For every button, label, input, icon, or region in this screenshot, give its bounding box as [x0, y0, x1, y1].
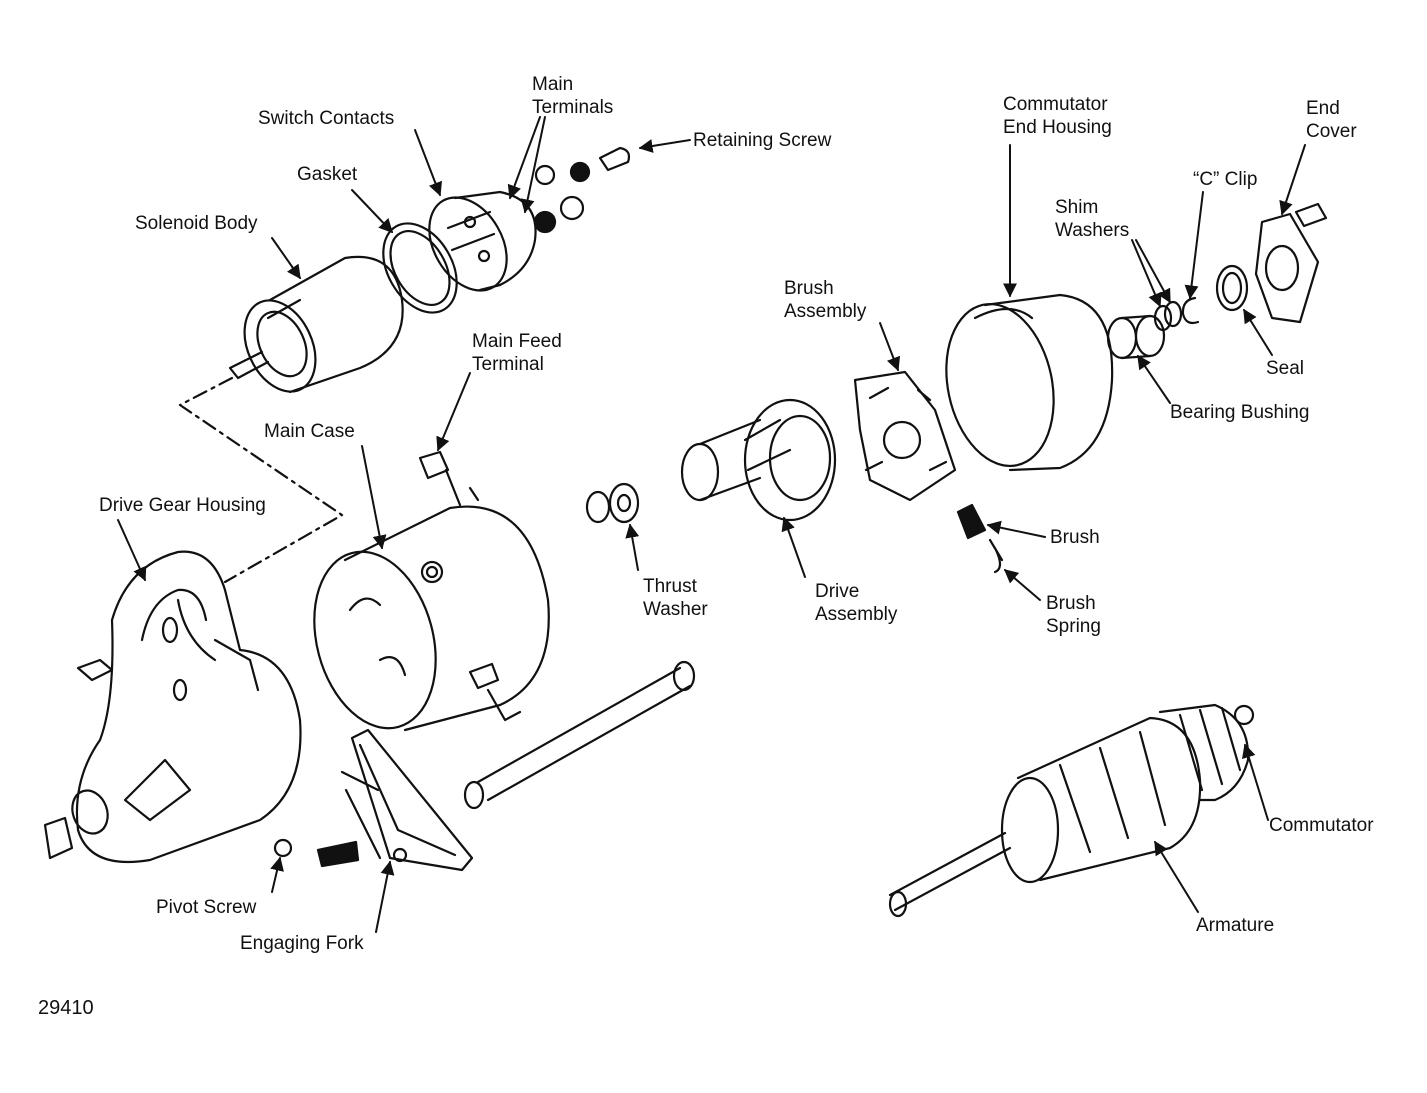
terminal-nuts-part [533, 146, 631, 234]
drive-assembly-part [680, 398, 837, 522]
main-case-part [313, 450, 550, 732]
thrust-washer-part [585, 482, 640, 524]
label-seal: Seal [1266, 358, 1305, 379]
label-armature: Armature [1196, 915, 1275, 936]
label-retaining-screw: Retaining Screw [693, 130, 832, 151]
shim-washers-part [1153, 300, 1183, 332]
label-commutator-end-housing: Commutator End Housing [1003, 94, 1112, 138]
label-drive-gear-housing: Drive Gear Housing [99, 495, 266, 516]
label-shim-washers: Shim Washers [1055, 197, 1130, 241]
label-bearing-bushing: Bearing Bushing [1170, 402, 1310, 423]
seal-part [1215, 264, 1249, 312]
label-main-feed-terminal: Main Feed Terminal [472, 331, 562, 375]
label-brush: Brush [1050, 527, 1100, 548]
armature-part [888, 703, 1255, 918]
label-brush-spring: Brush Spring [1046, 593, 1101, 637]
label-brush-assembly: Brush Assembly [784, 278, 867, 322]
leader-arrows [117, 116, 1306, 933]
label-drive-assembly: Drive Assembly [815, 581, 898, 625]
figure-number: 29410 [38, 997, 94, 1019]
label-commutator: Commutator [1269, 815, 1374, 836]
label-solenoid-body: Solenoid Body [135, 213, 258, 234]
commutator-end-housing-part [945, 293, 1114, 472]
label-thrust-washer: Thrust Washer [643, 576, 708, 620]
through-bolt-part [463, 660, 696, 810]
label-end-cover: End Cover [1306, 98, 1357, 142]
switch-contacts-part [428, 190, 537, 292]
label-switch-contacts: Switch Contacts [258, 108, 395, 129]
label-gasket: Gasket [297, 164, 358, 185]
label-main-terminals: Main Terminals [532, 74, 614, 118]
drive-gear-housing-part [43, 550, 302, 864]
alignment-line [178, 376, 344, 584]
solenoid-body-part [228, 255, 404, 394]
gasket-part [382, 222, 458, 314]
c-clip-part [1181, 296, 1200, 325]
label-engaging-fork: Engaging Fork [240, 933, 364, 954]
label-main-case: Main Case [264, 421, 355, 442]
brush-assembly-part [853, 370, 1004, 574]
label-pivot-screw: Pivot Screw [156, 897, 257, 918]
end-cover-part [1254, 202, 1328, 324]
label-c-clip: “C” Clip [1193, 169, 1258, 190]
engaging-fork-part [273, 728, 474, 872]
